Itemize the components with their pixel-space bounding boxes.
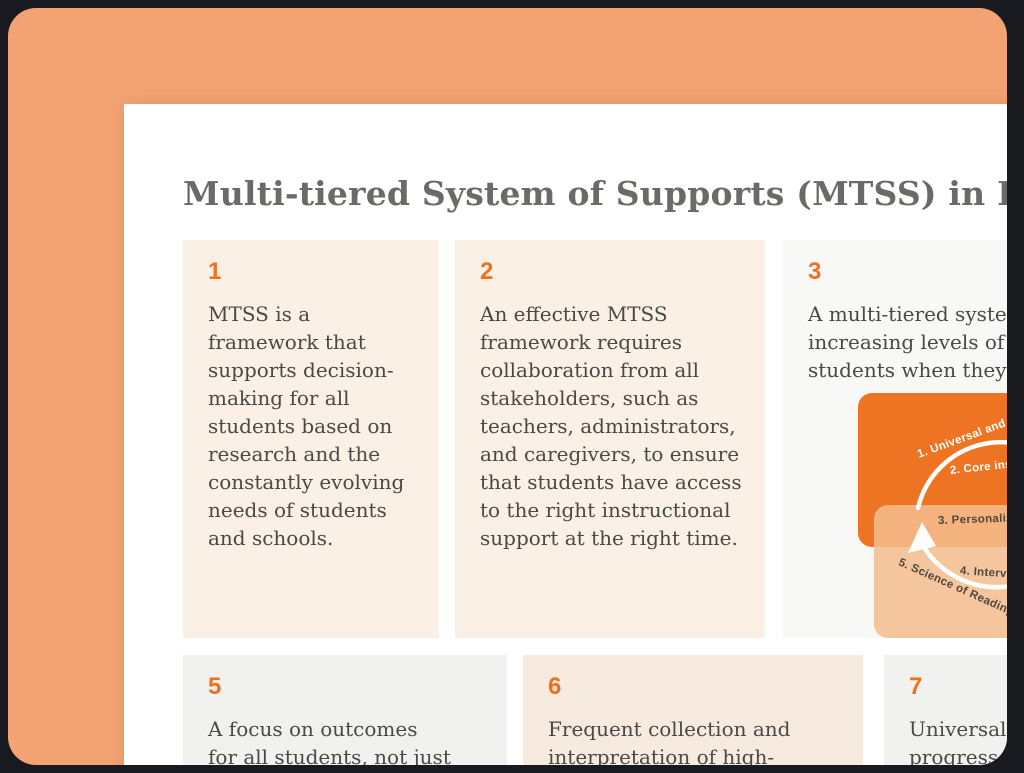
card-principle-6: 6 Frequent collection and interpretation… [523,655,863,765]
card-number: 7 [909,673,923,700]
card-text: Universal screening and progress-monitor… [909,717,1007,765]
diagram-step-3: 3. Personalized learning [937,510,1007,527]
cycle-arrowhead-icon [908,522,936,553]
card-principle-7: 7 Universal screening and progress-monit… [884,655,1007,765]
card-principle-2: 2 An effective MTSS framework requires c… [455,240,765,638]
card-number: 1 [208,258,222,285]
orange-canvas: Multi-tiered System of Supports (MTSS) i… [8,8,1007,765]
card-text: MTSS is a framework that supports decisi… [208,302,405,550]
card-principle-3: 3 A multi-tiered system provides increas… [783,240,1007,670]
diagram-step-5: 5. Science of Reading professional learn… [896,556,1007,670]
page-title: Multi-tiered System of Supports (MTSS) i… [183,174,1007,214]
card-principle-1: 1 MTSS is a framework that supports deci… [183,240,439,638]
cycle-arc-upper [915,439,1007,511]
cycle-arc-lower [918,539,1007,590]
poster-page: Multi-tiered System of Supports (MTSS) i… [124,104,1007,765]
card-number: 2 [480,258,494,285]
diagram-overlay-panel [874,505,1007,638]
card-text: A multi-tiered system provides increasin… [808,302,1007,382]
card-principle-5: 5 A focus on outcomes for all students, … [183,655,507,765]
card-number: 3 [808,258,822,285]
diagram-step-4: 4. Interventions [959,565,1007,584]
card-text: An effective MTSS framework requires col… [480,302,742,550]
card-number: 5 [208,673,222,700]
diagram-step-1: 1. Universal and dyslexia screening [915,379,1007,461]
diagram-orange-panel [858,393,1007,547]
card-text: Frequent collection and interpretation o… [548,717,791,765]
card-text: A focus on outcomes for all students, no… [208,717,451,765]
diagram-step-2: 2. Core instruction [949,453,1007,477]
card-number: 6 [548,673,562,700]
